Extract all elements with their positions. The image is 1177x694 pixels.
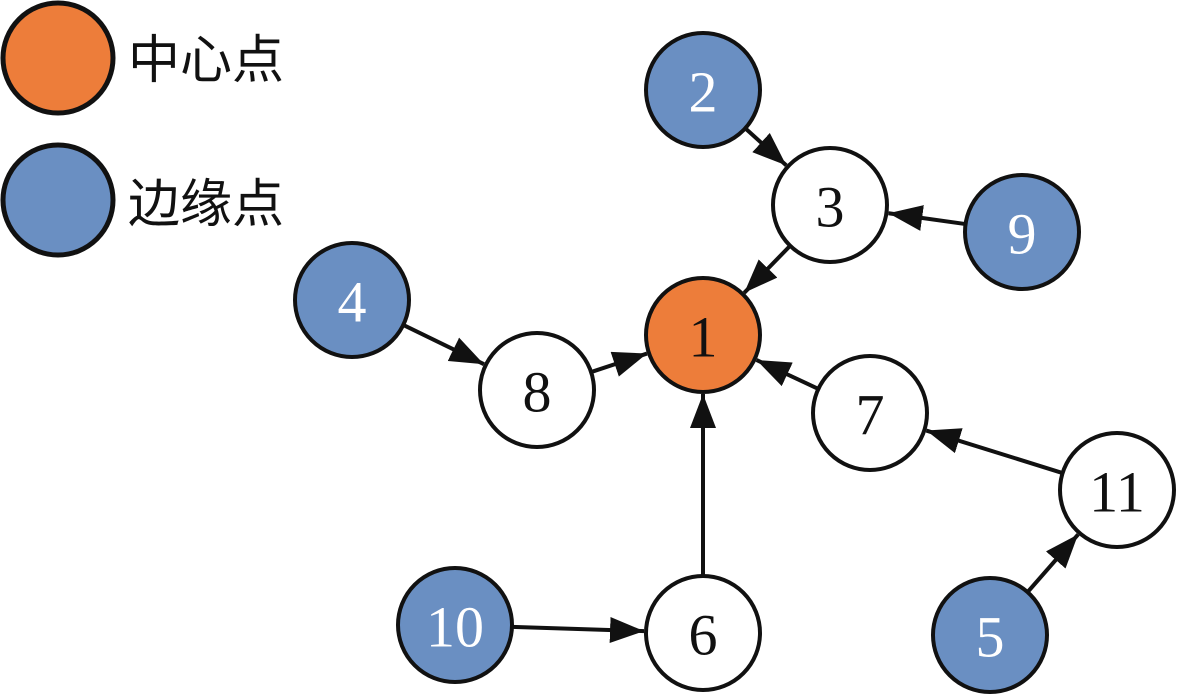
node-1-circle [644, 276, 762, 394]
legend: 中心点 边缘点 [0, 0, 284, 258]
legend-swatch-edge-node [0, 142, 116, 258]
node-1-label: 1 [689, 305, 718, 370]
legend-item-edge-node: 边缘点 [0, 142, 284, 258]
edge-3-to-1 [742, 244, 792, 295]
edge-10-to-6 [511, 617, 645, 643]
node-11-circle [1058, 431, 1176, 549]
node-6: 6 [644, 574, 762, 692]
node-1: 1 [644, 276, 762, 394]
edge-5-to-11 [1026, 533, 1080, 594]
nodes: 1 2 3 4 5 6 7 8 9 10 11 [293, 31, 1176, 694]
edge-4-to-8 [402, 323, 485, 366]
node-7-circle [811, 354, 929, 472]
node-7-label: 7 [856, 383, 885, 448]
legend-swatch-center [0, 0, 116, 116]
node-4-circle [293, 241, 411, 359]
node-3: 3 [771, 146, 889, 264]
node-2-label: 2 [689, 60, 718, 125]
legend-label-edge-node: 边缘点 [128, 175, 284, 235]
node-9-label: 9 [1008, 202, 1037, 267]
node-2: 2 [644, 31, 762, 149]
node-6-label: 6 [689, 603, 718, 668]
edge-2-to-3 [743, 126, 788, 167]
node-7: 7 [811, 354, 929, 472]
node-9: 9 [963, 173, 1081, 291]
node-11: 11 [1058, 431, 1176, 549]
node-8: 8 [478, 331, 596, 449]
node-8-circle [478, 331, 596, 449]
node-5: 5 [931, 576, 1049, 694]
legend-item-center: 中心点 [0, 0, 284, 116]
node-10: 10 [396, 566, 514, 684]
node-6-circle [644, 574, 762, 692]
node-10-label: 10 [426, 595, 484, 660]
node-8-label: 8 [523, 360, 552, 425]
node-5-circle [931, 576, 1049, 694]
edges [402, 126, 1080, 643]
node-11-label: 11 [1089, 460, 1145, 525]
node-10-circle [396, 566, 514, 684]
node-2-circle [644, 31, 762, 149]
node-9-circle [963, 173, 1081, 291]
legend-label-center: 中心点 [128, 31, 284, 91]
node-4: 4 [293, 241, 411, 359]
node-4-label: 4 [338, 270, 367, 335]
edge-8-to-1 [590, 351, 648, 377]
node-5-label: 5 [976, 605, 1005, 670]
edge-11-to-7 [925, 428, 1064, 475]
edge-9-to-3 [888, 205, 966, 231]
node-3-circle [771, 146, 889, 264]
edge-7-to-1 [755, 358, 820, 391]
node-3-label: 3 [816, 175, 845, 240]
